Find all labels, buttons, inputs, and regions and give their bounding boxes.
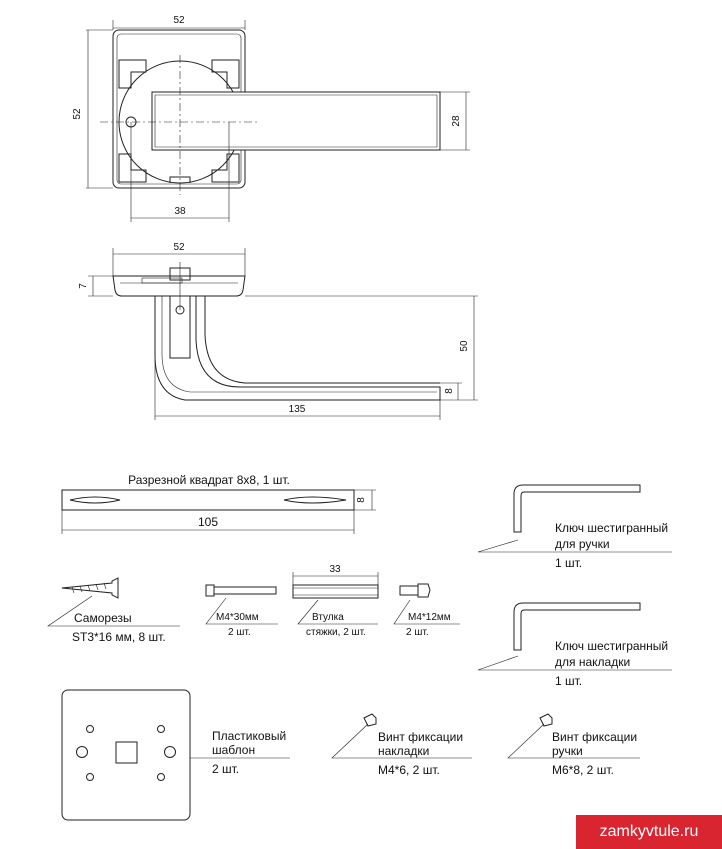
dim-side-height: 50	[459, 340, 470, 352]
bushing-dim: 33	[329, 564, 341, 575]
hex-key-rose-line2: для накладки	[555, 655, 630, 669]
dim-top-height: 52	[72, 108, 83, 120]
bolt-m4x12-label: M4*12мм	[408, 612, 451, 623]
top-view: 52 52 28 38	[72, 15, 470, 222]
bushing-label: Втулка	[312, 612, 344, 623]
bolt-m4x12-qty: 2 шт.	[406, 627, 429, 638]
bolt-m4x30-qty: 2 шт.	[228, 627, 251, 638]
hex-key-rose-line1: Ключ шестигранный	[555, 639, 668, 653]
fix-screw-handle-line1: Винт фиксации	[552, 730, 637, 744]
dim-rose-height: 7	[78, 283, 89, 289]
spindle-dim-length: 105	[198, 515, 218, 529]
dim-top-width: 52	[173, 15, 185, 26]
spindle-title: Разрезной квадрат 8х8, 1 шт.	[128, 473, 290, 487]
bolt-m4x30-label: M4*30мм	[216, 612, 259, 623]
dim-side-width: 52	[173, 242, 185, 253]
hex-key-handle-line1: Ключ шестигранный	[555, 521, 668, 535]
hex-key-rose-qty: 1 шт.	[555, 674, 582, 688]
dim-end-height: 8	[444, 388, 455, 394]
dim-handle-width: 28	[451, 115, 462, 127]
fix-screw-rose-line1: Винт фиксации	[378, 730, 463, 744]
bolt-m4x12: M4*12мм 2 шт.	[393, 583, 460, 638]
bushing: 33 Втулка стяжки, 2 шт.	[292, 564, 379, 638]
hex-key-handle-qty: 1 шт.	[555, 556, 582, 570]
rose-side	[112, 275, 246, 297]
screws-qty: ST3*16 мм, 8 шт.	[72, 630, 166, 644]
hex-key-handle-line2: для ручки	[555, 537, 610, 551]
hex-key-handle: Ключ шестигранный для ручки 1 шт.	[477, 484, 672, 570]
fix-screw-handle-line2: ручки	[552, 744, 583, 758]
fix-screw-rose-qty: M4*6, 2 шт.	[378, 763, 440, 777]
template-line1: Пластиковый	[212, 729, 286, 743]
dim-hole-spacing: 38	[174, 206, 186, 217]
square-spindle: Разрезной квадрат 8х8, 1 шт. 8 105	[61, 473, 376, 534]
self-tapping-screws: Саморезы ST3*16 мм, 8 шт.	[47, 577, 180, 644]
template-plate	[61, 689, 191, 821]
screws-label: Саморезы	[74, 611, 132, 625]
watermark: zamkyvtule.ru	[576, 815, 722, 849]
side-view: 52 7 50 8 135	[78, 242, 478, 420]
bushing-qty: стяжки, 2 шт.	[306, 627, 366, 638]
fix-screw-handle: Винт фиксации ручки M6*8, 2 шт.	[507, 713, 640, 777]
fix-screw-rose-line2: накладки	[378, 744, 429, 758]
fix-screw-handle-qty: M6*8, 2 шт.	[552, 763, 614, 777]
bolt-m4x30: M4*30мм 2 шт.	[205, 584, 278, 638]
dim-lever-length: 135	[289, 404, 306, 415]
plastic-template: Пластиковый шаблон 2 шт.	[61, 689, 290, 821]
fix-screw-rose: Винт фиксации накладки M4*6, 2 шт.	[331, 713, 472, 777]
hex-key-rose: Ключ шестигранный для накладки 1 шт.	[477, 602, 672, 688]
template-line2: шаблон	[212, 743, 255, 757]
template-qty: 2 шт.	[212, 762, 239, 776]
spindle-dim-height: 8	[356, 497, 367, 503]
lever-top	[151, 91, 441, 151]
lever-side	[154, 296, 441, 401]
